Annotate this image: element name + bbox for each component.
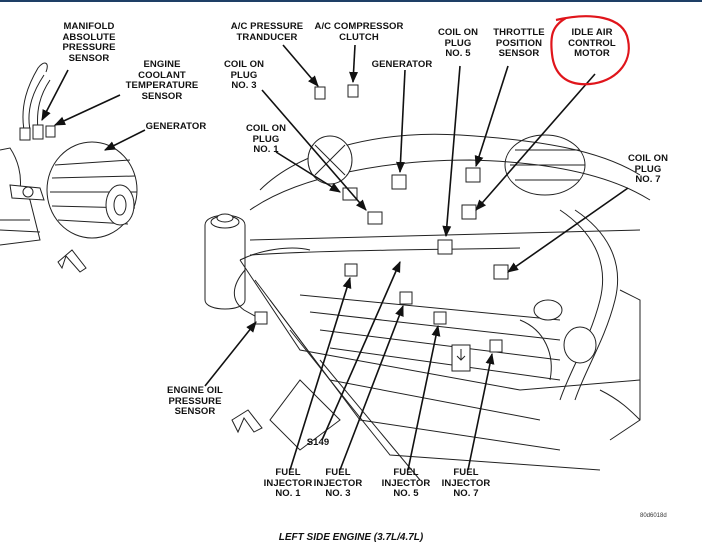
generator-connector <box>391 174 407 190</box>
leader-oil-pressure <box>204 321 257 387</box>
label-map-sensor: MANIFOLD ABSOLUTE PRESSURE SENSOR <box>62 21 116 64</box>
label-fuel-injector-5: FUEL INJECTOR NO. 5 <box>381 467 431 499</box>
leader-injector-5 <box>407 324 441 471</box>
coil-3-connector <box>367 211 383 225</box>
main-direction-arrow <box>231 409 263 434</box>
injector-5-connector <box>433 311 447 325</box>
oil-pressure-connector <box>254 311 268 325</box>
throttle-connector <box>465 167 481 183</box>
leader-ac-pressure <box>282 44 319 87</box>
label-coil-on-plug-7: COIL ON PLUG NO. 7 <box>627 153 669 185</box>
idle-air-connector <box>461 204 477 220</box>
label-fuel-injector-7: FUEL INJECTOR NO. 7 <box>441 467 491 499</box>
front-direction-symbol <box>451 344 471 372</box>
label-generator-mid: GENERATOR <box>371 59 433 70</box>
label-engine-oil-pressure-sensor: ENGINE OIL PRESSURE SENSOR <box>167 385 223 417</box>
leader-ac-clutch <box>349 44 359 84</box>
label-throttle-position-sensor: THROTTLE POSITION SENSOR <box>493 27 545 59</box>
leader-s149 <box>321 260 401 441</box>
leader-injector-1 <box>289 276 352 471</box>
figure-caption: LEFT SIDE ENGINE (3.7L/4.7L) <box>278 532 424 543</box>
leader-generator-mid <box>396 69 406 174</box>
leader-coil-3 <box>261 89 367 211</box>
coil-5-connector <box>437 239 453 255</box>
coil-1-connector <box>342 187 358 201</box>
label-coil-on-plug-5: COIL ON PLUG NO. 5 <box>437 27 479 59</box>
label-engine-coolant-sensor: ENGINE COOLANT TEMPERATURE SENSOR <box>125 59 199 102</box>
leader-coolant-sensor <box>53 94 121 126</box>
inset-direction-arrow <box>57 249 87 273</box>
label-fuel-injector-1: FUEL INJECTOR NO. 1 <box>263 467 313 499</box>
injector-7-connector <box>489 339 503 353</box>
label-ac-compressor-clutch: A/C COMPRESSOR CLUTCH <box>314 21 404 43</box>
leader-injector-3 <box>339 304 404 471</box>
leader-coil-5 <box>442 65 461 238</box>
coil-7-connector <box>493 264 509 280</box>
label-coil-on-plug-1: COIL ON PLUG NO. 1 <box>245 123 287 155</box>
leader-coil-1 <box>275 151 341 193</box>
highlight-circle <box>550 15 630 86</box>
leader-idle-air <box>475 73 596 211</box>
leader-coil-7 <box>507 187 629 273</box>
component-connectors <box>254 84 509 353</box>
label-coil-on-plug-3: COIL ON PLUG NO. 3 <box>223 59 265 91</box>
leader-lines <box>41 44 629 471</box>
top-rule <box>0 0 702 2</box>
label-fuel-injector-3: FUEL INJECTOR NO. 3 <box>313 467 363 499</box>
label-s149: S149 <box>306 437 330 448</box>
label-idle-air-control-motor: IDLE AIR CONTROL MOTOR <box>568 27 616 59</box>
figure-id: 80d6018d <box>640 513 667 519</box>
leader-map-sensor <box>41 69 69 121</box>
leader-throttle <box>474 65 509 168</box>
injector-1-connector <box>344 263 358 277</box>
injector-3-connector <box>399 291 413 305</box>
ac-clutch-connector <box>347 84 359 98</box>
inset-engine-drawing <box>0 62 138 246</box>
main-engine-drawing <box>204 133 651 481</box>
label-generator-left: GENERATOR <box>145 121 207 132</box>
leader-injector-7 <box>467 352 495 471</box>
ac-pressure-connector <box>314 86 326 100</box>
label-ac-pressure-tranducer: A/C PRESSURE TRANDUCER <box>230 21 304 43</box>
leader-generator-left <box>103 129 146 151</box>
